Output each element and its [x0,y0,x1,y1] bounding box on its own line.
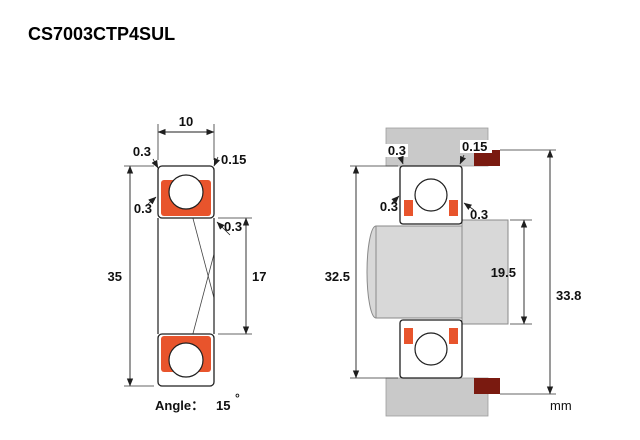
ball-bottom [168,342,204,378]
chamfer-callouts-front: 0.3 0.15 0.3 0.3 [133,144,246,236]
leader-line [216,221,231,236]
leader-line [213,156,221,167]
dim-shaft-abutment: 19.5 [491,219,532,325]
dim-housing-value: 32.5 [325,269,350,284]
leader-line [459,154,467,165]
dim-bore-value: 17 [252,269,266,284]
chamfer-outer-left-label: 0.3 [388,143,406,158]
dim-shaft-value: 19.5 [491,265,516,280]
mounted-bearing-top [399,165,463,225]
housing-bottom [385,377,489,417]
label-backdrop [383,144,408,157]
cage-right [449,328,458,344]
angle-value: 15 [216,398,230,413]
dim-width-value: 10 [179,114,193,129]
footer-labels: Angle： 15 ° mm [155,391,572,413]
front-view: 10 35 17 0.3 0.15 0.3 0.3 [108,114,266,387]
bearing-section-bottom [157,333,215,387]
shaft-shoulder [461,219,509,325]
leader-line [397,155,404,165]
dim-overall: 33.8 [500,149,581,395]
dim-overall-value: 33.8 [556,288,581,303]
leader-line [391,195,400,204]
mounted-view: 32.5 19.5 33.8 0.3 0.15 0.3 0.3 [325,127,581,417]
leader-line [146,196,157,206]
chamfer-side-label: 0.3 [380,199,398,214]
chamfer-outer-right-label: 0.15 [221,152,246,167]
dim-od-value: 35 [108,269,122,284]
dim-outer-diameter: 35 [108,165,154,387]
chamfer-outer-left-label: 0.3 [133,144,151,159]
shaft-body [375,225,463,319]
chamfer-outer-right-label: 0.15 [462,139,487,154]
dim-bore-diameter: 17 [218,217,266,335]
ball-top [414,178,448,212]
dim-width: 10 [157,114,215,160]
chamfer-bore-label: 0.3 [224,219,242,234]
angle-label: Angle： [155,398,204,413]
ball-top [168,174,204,210]
ball-bottom [414,332,448,366]
mounted-bearing-bottom [399,319,463,379]
leader-line [151,158,159,169]
units-label: mm [550,398,572,413]
cage-left [404,200,413,216]
leader-line [463,202,475,211]
bearing-section-top [157,165,215,219]
angle-degree-symbol: ° [235,391,240,405]
cage-left [404,328,413,344]
cage-right [449,200,458,216]
page-title: CS7003CTP4SUL [28,24,175,44]
chamfer-bore-label: 0.3 [470,207,488,222]
chamfer-callouts-mounted: 0.3 0.15 0.3 0.3 [380,139,492,222]
label-backdrop [460,140,492,153]
housing-seal-top [474,150,500,166]
housing-seal-bottom [474,378,500,394]
dim-housing-abutment: 32.5 [325,165,398,379]
